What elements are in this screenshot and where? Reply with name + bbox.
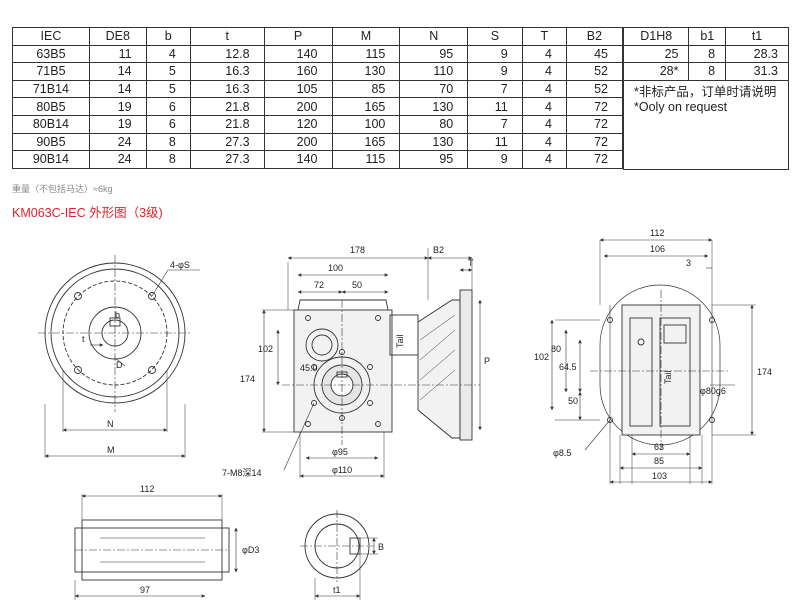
table-cell: 25: [622, 44, 690, 64]
table-cell: 80B5: [12, 97, 90, 116]
section-b: B: [378, 542, 384, 552]
right-d50: 50: [568, 396, 578, 406]
notes-row: *非标产品，订单时请说明*Ooly on request: [623, 79, 789, 170]
right-d64-5: 64.5: [559, 362, 577, 372]
table-cell: 165: [331, 132, 401, 152]
keyway-section: [300, 510, 378, 600]
front-m-label: M: [107, 445, 115, 455]
table-cell: 90B5: [12, 132, 90, 152]
table-cell: 165: [331, 97, 401, 116]
note-line: *Ooly on request: [634, 99, 728, 114]
side-phi110: φ110: [332, 465, 352, 475]
side-phi95: φ95: [332, 447, 348, 457]
right-d3: 3: [686, 258, 691, 268]
table-cell: 8: [145, 150, 191, 169]
table-cell: 70: [399, 79, 469, 99]
side-d100: 100: [328, 263, 343, 273]
side-tapped-holes: 7-M8深14: [222, 468, 262, 478]
table-cell: 21.8: [189, 97, 265, 116]
table-cell: 28.3: [725, 44, 789, 64]
shaft-d97: 97: [140, 585, 150, 595]
front-t-label: t: [82, 334, 85, 344]
table-cell: 21.8: [189, 114, 265, 134]
table-cell: 100: [331, 114, 401, 134]
table-cell: 80B14: [12, 114, 90, 134]
table-cell: 4: [521, 62, 567, 81]
right-d174: 174: [757, 367, 772, 377]
side-p: P: [484, 356, 490, 366]
table-cell: 71B5: [12, 62, 90, 81]
side-b2: B2: [433, 245, 444, 255]
side-d72: 72: [314, 280, 324, 290]
table-cell: 14: [88, 62, 147, 81]
table-cell: 115: [331, 150, 401, 169]
table-cell: 140: [263, 150, 333, 169]
side-d178: 178: [350, 245, 365, 255]
right-d85: 85: [654, 456, 664, 466]
right-d112: 112: [650, 228, 664, 238]
table-cell: 85: [331, 79, 401, 99]
right-d80: 80: [551, 344, 561, 354]
right-d63: 63: [654, 442, 664, 452]
note-line: *非标产品，订单时请说明: [634, 84, 777, 99]
side-brand: Tail: [395, 334, 405, 348]
table-cell: 45: [565, 44, 624, 64]
side-d174: 174: [240, 374, 255, 384]
table-cell: 72: [565, 114, 624, 134]
table-cell: 130: [399, 132, 469, 152]
right-d103: 103: [652, 471, 667, 481]
table-cell: 95: [399, 150, 469, 169]
table-cell: 16.3: [189, 79, 265, 99]
table-cell: 9: [467, 150, 523, 169]
table-cell: 31.3: [725, 62, 789, 81]
table-cell: 28*: [622, 62, 690, 81]
table-cell: 24: [88, 132, 147, 152]
side-view: [262, 248, 482, 478]
section-title: KM063C-IEC 外形图（3级): [12, 206, 163, 220]
table-cell: 24: [88, 150, 147, 169]
right-d106: 106: [650, 244, 665, 254]
side-d45: 45.0: [300, 363, 318, 373]
table-cell: 27.3: [189, 150, 265, 169]
hole-label: 4-φS: [170, 260, 190, 270]
shaft-view: [74, 494, 238, 600]
right-view: [550, 238, 756, 484]
right-d102: 102: [534, 352, 549, 362]
shaft-d112: 112: [140, 484, 154, 494]
right-brand: Tail: [663, 370, 673, 384]
table-cell: 4: [521, 150, 567, 169]
weight-note: 重量（不包括马达）≈6kg: [12, 184, 113, 194]
side-t: T: [468, 258, 474, 268]
table-cell: 72: [565, 150, 624, 169]
section-t1: t1: [333, 585, 341, 595]
front-flange-view: [38, 255, 200, 458]
table-cell: 90B14: [12, 150, 90, 169]
front-b-label: b: [115, 310, 120, 320]
table-cell: 130: [399, 97, 469, 116]
shaft-phid3: φD3: [242, 545, 259, 555]
side-d102: 102: [258, 344, 273, 354]
side-d50: 50: [352, 280, 362, 290]
notes-cell: *非标产品，订单时请说明*Ooly on request: [623, 79, 789, 170]
table-cell: 63B5: [12, 44, 90, 64]
front-n-label: N: [107, 419, 114, 429]
table-cell: 27.3: [189, 132, 265, 152]
right-phi80g6: φ80g6: [700, 386, 726, 396]
front-d-label: D: [116, 360, 123, 370]
right-phi8-5: φ8.5: [553, 448, 571, 458]
